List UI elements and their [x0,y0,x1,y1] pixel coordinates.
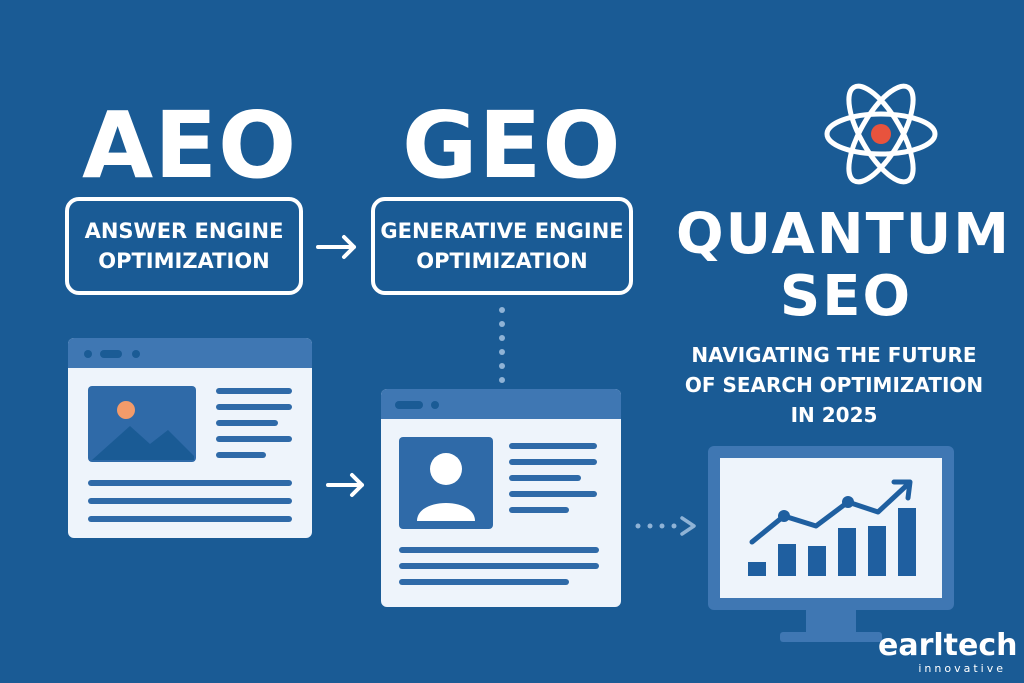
geo-line-1: GENERATIVE ENGINE [380,219,624,243]
article-browser-window [68,338,312,538]
quantum-seo-title: QUANTUM SEO [676,202,1011,329]
subtitle-line-3: IN 2025 [790,403,878,427]
subtitle-line-1: NAVIGATING THE FUTURE [691,343,977,367]
brand-tagline: innovative [918,662,1006,675]
aeo-definition-box: ANSWER ENGINE OPTIMIZATION [65,197,303,295]
geo-title: GEO [402,92,622,199]
dotted-connector [499,307,505,383]
geo-line-2: OPTIMIZATION [416,249,588,273]
aeo-line-2: OPTIMIZATION [98,249,270,273]
arrow-right-icon [326,473,364,497]
brand-name: earltech [878,628,1018,663]
brand-logo: earltech innovative [878,628,1018,676]
quantum-line-2: SEO [779,264,913,329]
growth-chart-icon [748,479,916,576]
arrow-right-icon [316,235,356,259]
quantum-subtitle: NAVIGATING THE FUTURE OF SEARCH OPTIMIZA… [672,340,996,430]
aeo-title: AEO [82,92,298,199]
aeo-line-1: ANSWER ENGINE [84,219,284,243]
user-avatar-icon [399,437,493,529]
profile-browser-window [381,389,621,607]
dotted-arrow-right-icon [635,516,696,536]
quantum-line-1: QUANTUM [676,202,1011,267]
geo-definition-box: GENERATIVE ENGINE OPTIMIZATION [371,197,633,295]
growth-chart-monitor [708,446,954,642]
subtitle-line-2: OF SEARCH OPTIMIZATION [684,373,984,397]
image-placeholder-icon [88,386,196,462]
atom-icon [824,83,938,185]
